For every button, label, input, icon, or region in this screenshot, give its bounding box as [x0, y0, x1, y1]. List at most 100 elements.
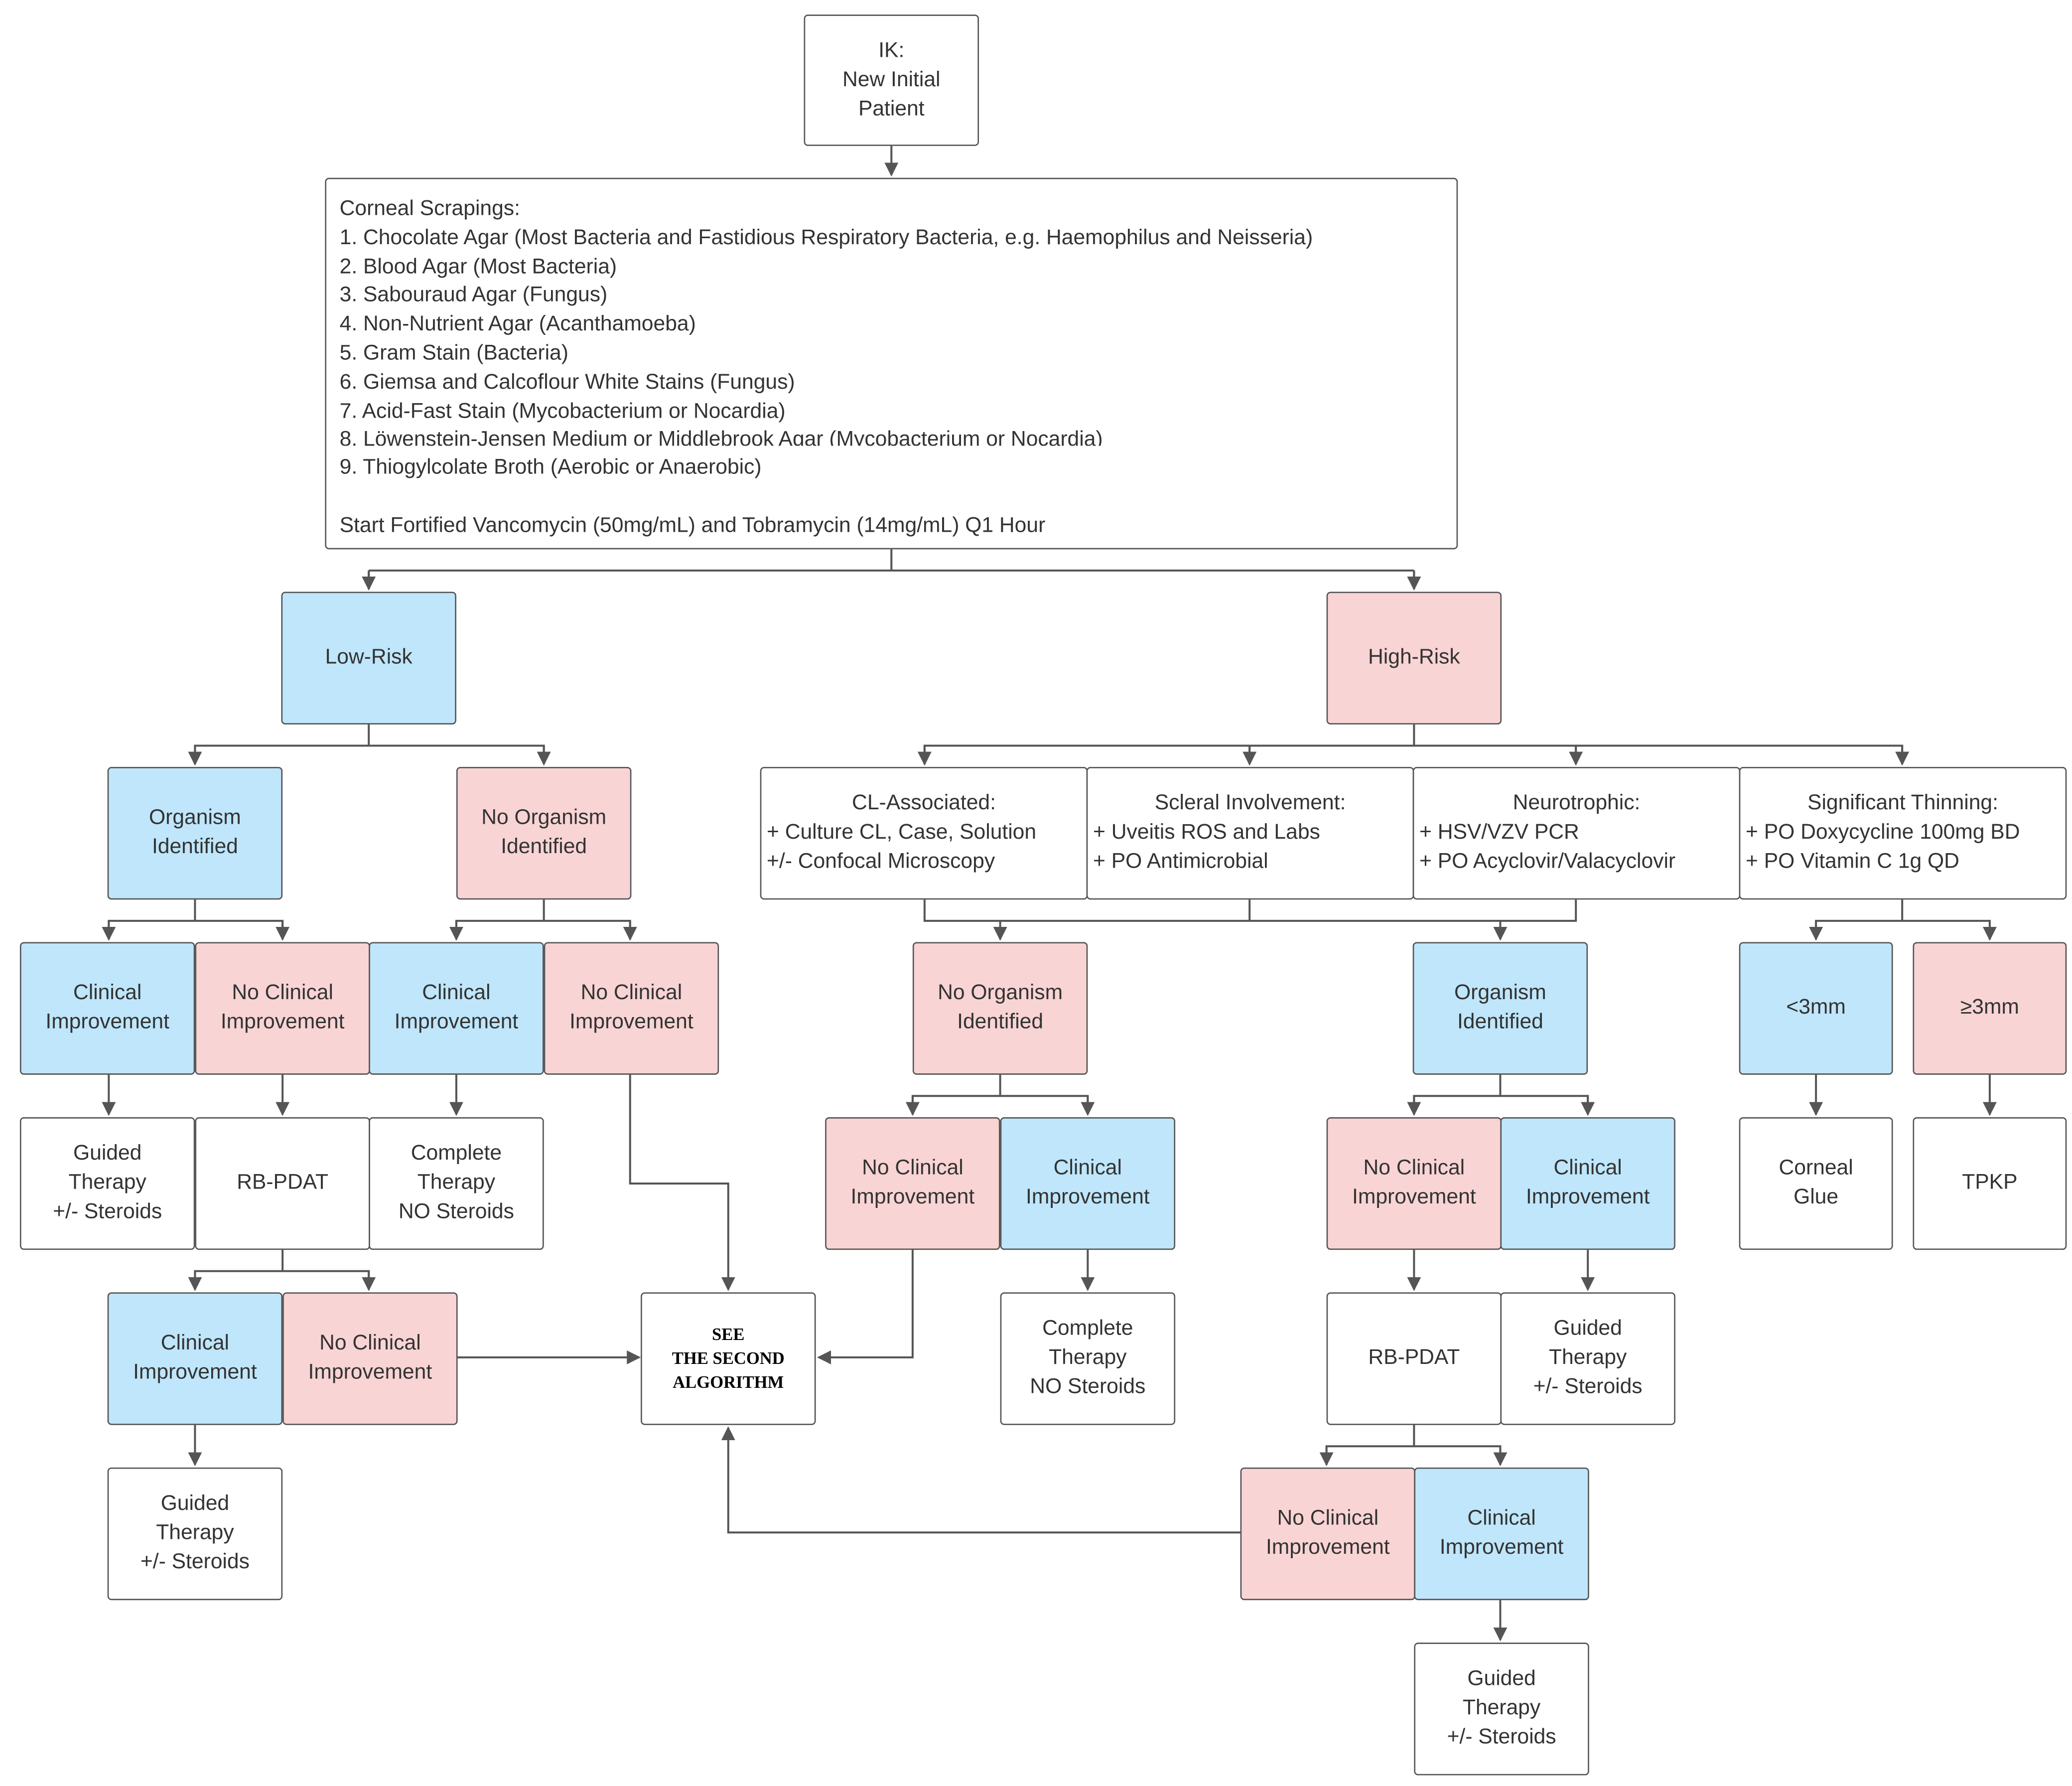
start-line: New Initial — [842, 68, 941, 91]
high-rb-guided-therapy-box: Guided Therapy +/- Steroids — [1414, 1642, 1589, 1776]
connector — [923, 724, 1904, 764]
node-text: +/- Steroids — [1447, 1726, 1556, 1749]
node-text: + PO Doxycycline 100mg BD — [1745, 821, 2020, 844]
node-text: No Clinical — [319, 1332, 421, 1355]
node-text: No Clinical — [862, 1157, 964, 1180]
node-text: ALGORITHM — [673, 1372, 784, 1392]
high-org-improvement-box: Clinical Improvement — [1500, 1117, 1675, 1250]
connector — [368, 549, 1415, 590]
node-text: Improvement — [394, 1011, 519, 1034]
cl-associated-box: CL-Associated: + Culture CL, Case, Solut… — [760, 766, 1088, 900]
start-box: IK: New Initial Patient — [804, 14, 979, 146]
scraping-item: 6. Giemsa and Calcoflour White Stains (F… — [339, 371, 795, 394]
node-text: +/- Steroids — [53, 1200, 162, 1223]
high-org-no-improvement-box: No Clinical Improvement — [1326, 1117, 1502, 1250]
high-rb-no-improvement-box: No Clinical Improvement — [1240, 1467, 1415, 1601]
connector — [721, 1426, 1241, 1534]
corneal-glue-box: Corneal Glue — [1739, 1117, 1893, 1250]
scraping-item: 4. Non-Nutrient Agar (Acanthamoeba) — [339, 313, 696, 336]
node-text: Improvement — [133, 1361, 257, 1384]
connector — [194, 1250, 370, 1290]
start-line: IK: — [878, 39, 905, 62]
high-noorg-complete-therapy-box: Complete Therapy NO Steroids — [1000, 1292, 1176, 1425]
high-organism-identified-box: Organism Identified — [1412, 942, 1588, 1075]
node-text: No Organism — [481, 806, 607, 830]
high-guided-therapy-box: Guided Therapy +/- Steroids — [1500, 1292, 1675, 1425]
node-text: Complete — [411, 1142, 502, 1165]
low-no-organism-box: No Organism Identified — [456, 766, 632, 900]
connector — [108, 899, 284, 940]
significant-thinning-box: Significant Thinning: + PO Doxycycline 1… — [1739, 766, 2067, 900]
node-text: Clinical — [160, 1332, 230, 1355]
node-text: SEE — [712, 1324, 745, 1344]
scleral-involvement-box: Scleral Involvement: + Uveitis ROS and L… — [1086, 766, 1414, 900]
node-text: Guided — [1553, 1317, 1622, 1340]
node-text: Therapy — [1049, 1346, 1127, 1369]
corneal-scrapings-box: Corneal Scrapings: 1. Chocolate Agar (Mo… — [325, 177, 1458, 550]
connector — [817, 1250, 914, 1364]
node-text: Clinical — [73, 982, 142, 1005]
scraping-item: 1. Chocolate Agar (Most Bacteria and Fas… — [339, 226, 1313, 250]
start-line: Patient — [858, 97, 925, 120]
node-text: Therapy — [1548, 1346, 1627, 1369]
node-text: Improvement — [45, 1011, 169, 1034]
high-noorg-improvement-box: Clinical Improvement — [1000, 1117, 1176, 1250]
scraping-item: 9. Thiogylcolate Broth (Aerobic or Anaer… — [339, 456, 762, 480]
second-algorithm-box: SEE THE SECOND ALGORITHM — [641, 1292, 816, 1425]
tpkp-box: TPKP — [1913, 1117, 2067, 1250]
connector — [911, 1074, 1089, 1115]
node-text: Improvement — [1525, 1186, 1650, 1209]
connector — [1413, 1074, 1589, 1115]
node-text: TPKP — [1962, 1172, 2018, 1194]
node-text: +/- Confocal Microscopy — [766, 850, 995, 873]
connector — [194, 724, 545, 764]
node-text: Clinical — [1467, 1507, 1536, 1530]
node-text: + PO Acyclovir/Valacyclovir — [1419, 850, 1676, 873]
node-text: Improvement — [1026, 1186, 1150, 1209]
low-guided-therapy-box: Guided Therapy +/- Steroids — [19, 1117, 195, 1250]
high-no-organism-box: No Organism Identified — [912, 942, 1088, 1075]
low-rb-no-improvement-box: No Clinical Improvement — [282, 1292, 458, 1425]
scrapings-heading: Corneal Scrapings: — [339, 197, 520, 220]
node-text: Identified — [957, 1011, 1044, 1034]
node-text: Organism — [1454, 982, 1546, 1005]
low-complete-therapy-box: Complete Therapy NO Steroids — [369, 1117, 544, 1250]
node-text: Scleral Involvement: — [1154, 792, 1346, 815]
node-text: Significant Thinning: — [1807, 792, 1998, 815]
node-text: Improvement — [569, 1011, 693, 1034]
node-text: Corneal — [1779, 1157, 1853, 1180]
low-noorg-no-improvement-box: No Clinical Improvement — [544, 942, 719, 1075]
node-text: Clinical — [1053, 1157, 1122, 1180]
node-text: Identified — [501, 836, 587, 859]
scraping-item: 3. Sabouraud Agar (Fungus) — [339, 284, 608, 307]
node-text: No Clinical — [1363, 1157, 1465, 1180]
low-risk-box: Low-Risk — [281, 592, 456, 725]
high-risk-box: High-Risk — [1326, 592, 1502, 725]
node-text: RB-PDAT — [237, 1172, 329, 1194]
node-text: Therapy — [156, 1522, 234, 1545]
connector — [1325, 1425, 1502, 1465]
thinning-lt3mm-box: <3mm — [1739, 942, 1893, 1075]
node-text: Improvement — [1352, 1186, 1476, 1209]
start-therapy-text: Start Fortified Vancomycin (50mg/mL) and… — [339, 515, 1046, 538]
node-text: Identified — [151, 836, 238, 859]
node-text: Neurotrophic: — [1513, 792, 1641, 815]
high-rb-improvement-box: Clinical Improvement — [1414, 1467, 1589, 1601]
node-text: Guided — [160, 1492, 230, 1515]
node-text: Complete — [1042, 1317, 1133, 1340]
low-rb-improvement-box: Clinical Improvement — [107, 1292, 283, 1425]
node-text: Clinical — [422, 982, 491, 1005]
high-risk-label: High-Risk — [1368, 646, 1460, 669]
node-text: Therapy — [417, 1172, 496, 1194]
node-text: Therapy — [1462, 1697, 1541, 1720]
node-text: + HSV/VZV PCR — [1419, 821, 1579, 844]
neurotrophic-box: Neurotrophic: + HSV/VZV PCR + PO Acyclov… — [1412, 766, 1741, 900]
node-text: ≥3mm — [1960, 996, 2019, 1019]
thinning-ge3mm-box: ≥3mm — [1913, 942, 2067, 1075]
low-org-improvement-box: Clinical Improvement — [19, 942, 195, 1075]
node-text: Guided — [73, 1142, 142, 1165]
node-text: No Organism — [938, 982, 1063, 1005]
low-rb-guided-therapy-box: Guided Therapy +/- Steroids — [107, 1467, 283, 1601]
